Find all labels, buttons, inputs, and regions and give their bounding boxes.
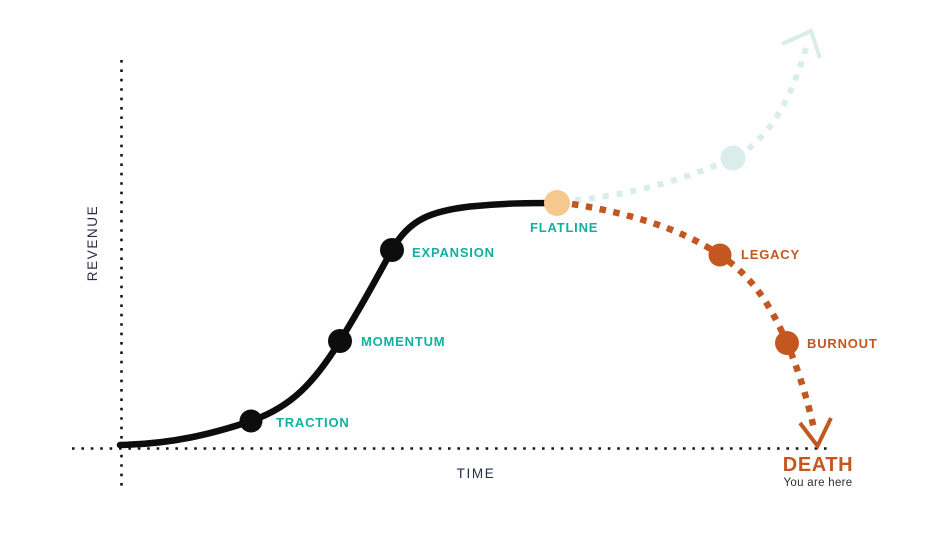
traction-label: TRACTION <box>276 415 350 430</box>
legacy-label: LEGACY <box>741 247 800 262</box>
expansion-point <box>380 238 404 262</box>
decline-path <box>571 200 818 430</box>
growth-curve <box>116 199 561 449</box>
reinvention-path <box>574 47 809 203</box>
y-axis-label: REVENUE <box>85 205 100 281</box>
flatline-point <box>544 190 570 216</box>
legacy-point <box>708 243 732 267</box>
flatline-label: FLATLINE <box>530 220 598 235</box>
death-arrow-icon <box>798 417 833 450</box>
up-arrow-icon <box>781 28 822 59</box>
reinvention-point <box>720 145 746 171</box>
expansion-label: EXPANSION <box>412 245 495 260</box>
momentum-label: MOMENTUM <box>361 334 445 349</box>
burnout-point <box>775 331 799 355</box>
you-are-here-label: You are here <box>783 477 852 489</box>
momentum-point <box>328 329 352 353</box>
traction-point <box>239 409 263 433</box>
burnout-label: BURNOUT <box>807 336 878 351</box>
death-label: DEATH <box>783 454 853 476</box>
x-axis-label: TIME <box>457 466 496 481</box>
